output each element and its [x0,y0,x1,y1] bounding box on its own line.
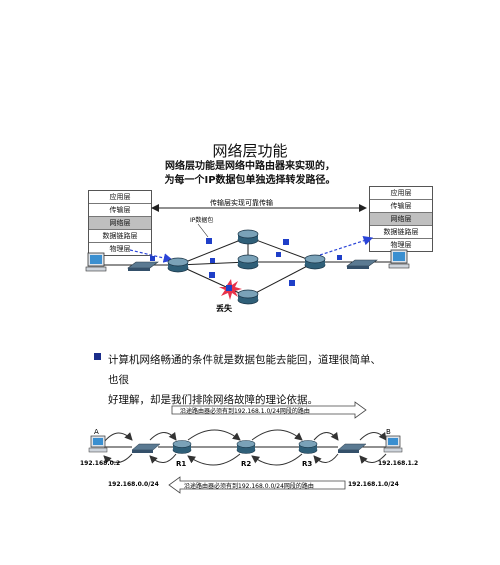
r3-label: R3 [302,460,312,468]
host-b-ip: 192.168.1.2 [378,460,418,467]
left-layer-network: 网络层 [89,217,151,230]
r2-label: R2 [241,460,251,468]
left-computer-icon [85,252,107,272]
bullet-paragraph: 计算机网络畅通的条件就是数据包能去能回，道理很简单、也很 好理解，却是我们排除网… [108,350,388,410]
right-switch-icon [337,443,367,453]
subtitle-line-2: 为每一个IP数据包单独选择转发路径。 [164,175,336,186]
right-layer-network: 网络层 [370,213,432,226]
packet-icon [206,238,212,244]
router-4-icon [237,289,259,305]
right-layer-transport: 传输层 [370,200,432,213]
r2-router-icon [236,440,256,454]
right-computer-icon [388,249,410,269]
return-route-arrow [168,476,346,494]
right-network-label: 192.168.1.0/24 [348,481,399,488]
router-5-icon [304,254,326,270]
return-route-label: 沿途路由器必须有到192.168.0.0/24网段的路由 [184,482,314,490]
r1-label: R1 [176,460,186,468]
packet-icon [276,252,281,257]
host-a-label: A [94,428,99,436]
packet-icon [289,280,295,286]
right-protocol-stack: 应用层 传输层 网络层 数据链路层 物理层 [369,186,433,252]
router-3-icon [237,254,259,270]
network-links [104,236,392,298]
bullet-line-1: 计算机网络畅通的条件就是数据包能去能回，道理很简单、也很 [108,354,381,386]
diagram-title: 网络层功能 [212,142,288,160]
left-protocol-stack: 应用层 传输层 网络层 数据链路层 物理层 [88,190,152,256]
subtitle-line-1: 网络层功能是网络中路由器来实现的， [165,161,335,172]
lost-label: 丢失 [216,303,233,313]
r3-router-icon [298,440,318,454]
packet-icon [283,239,289,245]
left-layer-datalink: 数据链路层 [89,230,151,243]
forward-route-label: 沿途路由器必须有到192.168.1.0/24网段的路由 [180,407,310,415]
packet-icon [210,258,215,263]
routing-network-diagram: 传输层实现可靠传输 [85,198,410,313]
forward-hop-arrows [103,429,387,443]
right-layer-application: 应用层 [370,187,432,200]
host-a-ip: 192.168.0.2 [80,460,120,467]
return-hop-arrows [103,453,387,466]
bullet-marker [94,353,101,360]
packet-icon [337,255,342,260]
packet-label: IP数据包 [190,216,213,224]
r1-router-icon [172,440,192,454]
host-b-label: B [386,428,391,436]
left-stack-arrow [129,249,174,263]
lost-packet-burst-icon [219,279,242,300]
left-layer-application: 应用层 [89,191,151,204]
host-b-computer-icon [383,435,403,453]
right-switch-icon [346,259,378,269]
left-switch-icon [131,443,161,453]
diagram-subtitle: 网络层功能是网络中路由器来实现的， 为每一个IP数据包单独选择转发路径。 [150,160,350,188]
host-a-computer-icon [88,435,108,453]
packet-icon [150,256,155,261]
right-stack-arrow [319,236,374,256]
left-layer-physical: 物理层 [109,245,131,253]
left-switch-icon [127,261,159,271]
left-layer-transport: 传输层 [89,204,151,217]
packet-label-pointer [197,223,209,238]
transport-label: 传输层实现可靠传输 [210,198,273,207]
router-2-icon [237,229,259,245]
right-layer-physical: 物理层 [390,241,412,249]
bullet-line-2: 好理解，却是我们排除网络故障的理论依据。 [108,394,318,406]
forward-route-arrow [171,401,367,419]
left-network-label: 192.168.0.0/24 [108,481,159,488]
packet-icon [209,272,215,278]
router-1-icon [167,257,189,273]
right-layer-datalink: 数据链路层 [370,226,432,239]
